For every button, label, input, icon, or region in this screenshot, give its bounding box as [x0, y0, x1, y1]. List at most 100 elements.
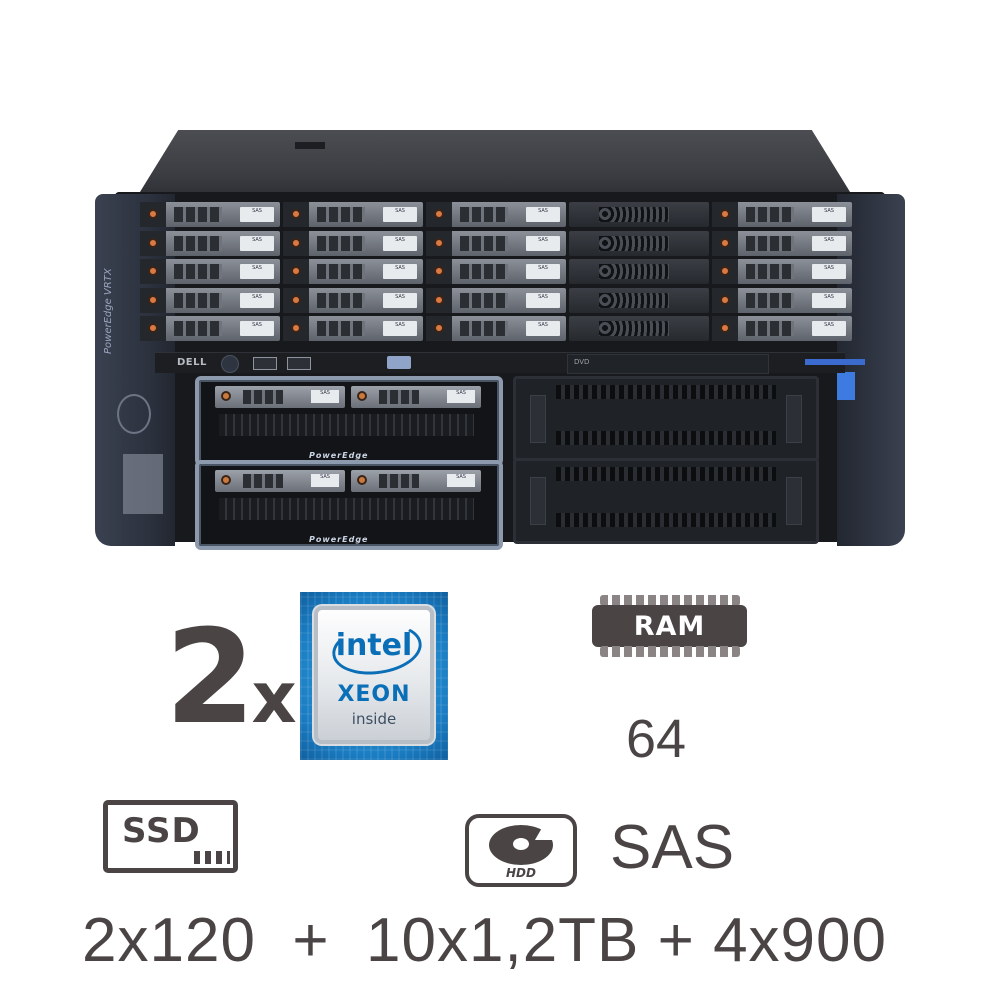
hard-drive: SAS [426, 287, 566, 313]
drive-tag: SAS [526, 264, 560, 279]
drive-led-icon [291, 323, 301, 333]
blade-brand-label: PowerEdge [309, 535, 369, 544]
bay-column-2: SAS SAS SAS SAS SAS [283, 202, 423, 350]
hard-drive: SAS [140, 230, 280, 256]
hdd-interface-label: SAS [610, 813, 735, 882]
ram-icon-label: RAM [633, 611, 706, 642]
hdd-icon-label: HDD [506, 866, 536, 880]
drive-tag: SAS [240, 207, 274, 222]
drive-led-icon [720, 323, 730, 333]
navigation-pad-icon [117, 394, 151, 434]
status-lcd [805, 359, 865, 365]
badge-brand: intel [335, 628, 413, 663]
ssd-icon-label: SSD [122, 811, 201, 851]
hard-drive: SAS [283, 259, 423, 284]
front-control-panel: DELL DVD [155, 352, 865, 374]
drive-led-icon [148, 266, 158, 276]
drive-tag: SAS [812, 264, 846, 279]
cpu-count-number: 2 [165, 601, 255, 753]
blade-drive: SAS [351, 470, 481, 492]
hard-drive: SAS [140, 202, 280, 227]
power-button-icon [221, 355, 239, 373]
blank-drive-filler [569, 202, 709, 227]
badge-plate: intel XEON inside [314, 606, 434, 744]
hard-drive: SAS [140, 259, 280, 284]
blade-brand-label: PowerEdge [309, 451, 369, 460]
hard-drive: SAS [283, 202, 423, 227]
server-photo: PowerEdge VRTX SAS SAS SAS SAS SAS SAS S… [95, 130, 905, 550]
ram-value: 64 [626, 709, 687, 769]
drive-tag: SAS [526, 235, 560, 251]
blank-drive-filler [569, 230, 709, 256]
usb-port-icon [253, 357, 277, 370]
hdd-icon: HDD [465, 814, 577, 887]
drive-tag: SAS [311, 474, 339, 487]
hard-drive: SAS [140, 287, 280, 313]
hard-drive: SAS [426, 202, 566, 227]
hard-drive: SAS [712, 287, 852, 313]
hard-drive: SAS [712, 259, 852, 284]
blank-drive-filler [569, 316, 709, 341]
drive-led-icon [357, 475, 367, 485]
dvd-label: DVD [574, 358, 590, 366]
hard-drive: SAS [426, 316, 566, 341]
blade-slot-blank-1 [513, 376, 819, 462]
drive-led-icon [434, 323, 444, 333]
server-blade-2: SAS SAS PowerEdge [195, 460, 503, 550]
ram-chip-icon: RAM [592, 595, 747, 657]
bay-column-4-blanks [569, 202, 709, 350]
drive-led-icon [291, 237, 301, 248]
hard-drive: SAS [283, 230, 423, 256]
release-latch [837, 372, 855, 400]
drive-tag: SAS [240, 292, 274, 308]
drive-tag: SAS [383, 235, 417, 251]
dell-logo: DELL [177, 357, 207, 368]
bay-column-5: SAS SAS SAS SAS SAS [712, 202, 852, 350]
drive-led-icon [720, 266, 730, 276]
server-blade-1: SAS SAS PowerEdge [195, 376, 503, 466]
drive-led-icon [434, 209, 444, 219]
chassis-top-lid [135, 130, 855, 200]
bay-column-3: SAS SAS SAS SAS SAS [426, 202, 566, 350]
blade-drive: SAS [351, 386, 481, 408]
drive-led-icon [434, 294, 444, 305]
hard-drive: SAS [283, 316, 423, 341]
hard-drive: SAS [140, 316, 280, 341]
blade-drive: SAS [215, 386, 345, 408]
hard-drive: SAS [712, 202, 852, 227]
drive-tag: SAS [447, 390, 475, 403]
vga-port-icon [387, 356, 411, 369]
drive-tag: SAS [311, 390, 339, 403]
ssd-connector-icon [194, 851, 230, 864]
intel-xeon-badge-icon: intel XEON inside [300, 592, 448, 760]
lid-latch [295, 142, 325, 149]
hard-drive: SAS [283, 287, 423, 313]
blade-slot-blank-2 [513, 458, 819, 544]
right-rack-ear [837, 194, 905, 546]
drive-led-icon [148, 209, 158, 219]
drive-tag: SAS [812, 292, 846, 308]
drive-led-icon [291, 294, 301, 305]
usb-port-icon [287, 357, 311, 370]
drive-led-icon [148, 294, 158, 305]
cpu-multiplier: x [251, 657, 297, 739]
drive-tag: SAS [383, 264, 417, 279]
drive-led-icon [434, 237, 444, 248]
drive-led-icon [291, 209, 301, 219]
badge-sub: inside [351, 710, 397, 728]
dvd-drive: DVD [567, 354, 769, 374]
drive-tag: SAS [812, 207, 846, 222]
ssd-icon: SSD [103, 800, 238, 873]
drive-tag: SAS [240, 235, 274, 251]
drive-led-icon [221, 391, 231, 401]
blank-drive-filler [569, 259, 709, 284]
drive-led-icon [221, 475, 231, 485]
hard-drive: SAS [426, 259, 566, 284]
drive-led-icon [291, 266, 301, 276]
drive-led-icon [357, 391, 367, 401]
drive-tag: SAS [240, 264, 274, 279]
hard-drive: SAS [712, 230, 852, 256]
drive-bays: SAS SAS SAS SAS SAS SAS SAS SAS SAS SAS … [140, 202, 852, 350]
drive-led-icon [148, 323, 158, 333]
drive-led-icon [720, 294, 730, 305]
